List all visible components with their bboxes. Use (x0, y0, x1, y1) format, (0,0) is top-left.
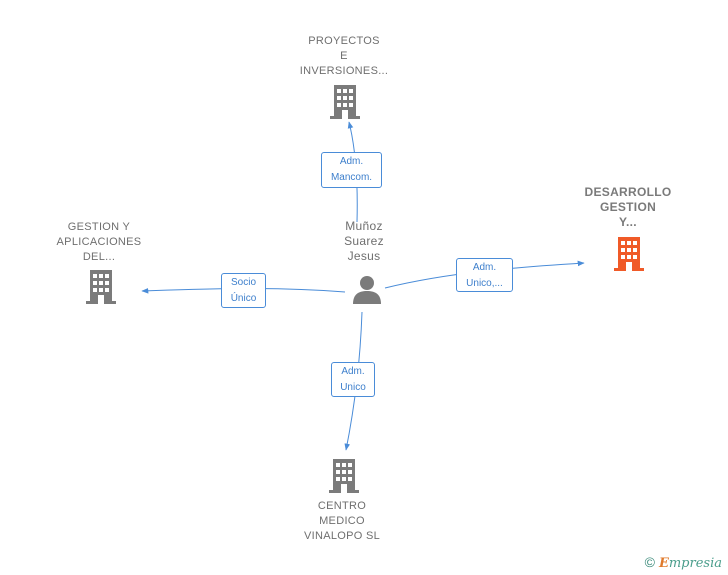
brand-footer: ©Empresia (645, 554, 722, 571)
building-icon[interactable] (329, 459, 359, 493)
edge-label-top[interactable]: Adm. Mancom. (321, 152, 382, 188)
building-icon[interactable] (86, 270, 116, 304)
bottom-company-label[interactable]: CENTRO MEDICO VINALOPO SL (303, 500, 381, 542)
building-icon[interactable] (614, 237, 644, 271)
brand-logo-initial: E (658, 556, 669, 571)
left-company-label[interactable]: GESTION Y APLICACIONES DEL... (56, 221, 142, 263)
edge-label-bottom[interactable]: Adm. Unico (331, 362, 375, 397)
edge-label-right[interactable]: Adm. Unico,... (456, 258, 513, 292)
person-icon[interactable] (351, 274, 383, 304)
center-person-label[interactable]: Muñoz Suarez Jesus (344, 219, 384, 263)
top-company-label[interactable]: PROYECTOS E INVERSIONES... (299, 35, 389, 77)
right-company-label[interactable]: DESARROLLO GESTION Y... (584, 185, 672, 229)
brand-logo-text: mpresia (668, 556, 722, 571)
building-icon[interactable] (330, 85, 360, 119)
edge-label-left[interactable]: Socio Único (221, 273, 266, 308)
copyright-icon: © (644, 554, 655, 570)
